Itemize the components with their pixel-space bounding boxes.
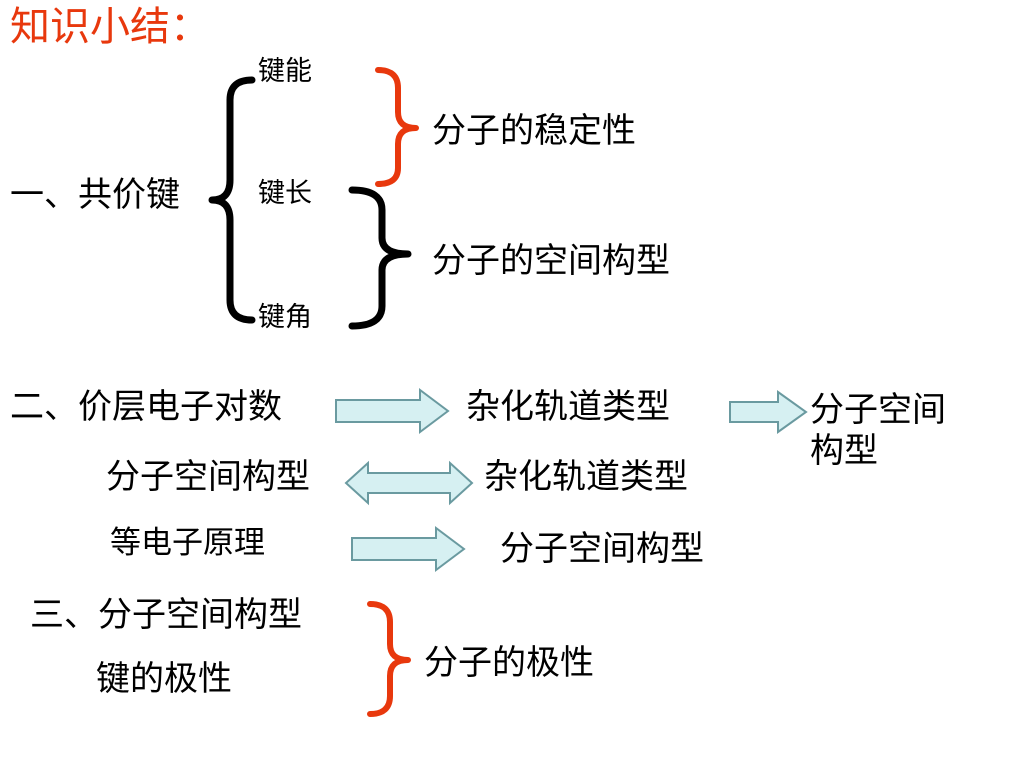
page-title: 知识小结： bbox=[10, 4, 210, 50]
row3-spatial-configuration: 分子空间构型 bbox=[500, 529, 704, 569]
result-spatial-configuration: 分子的空间构型 bbox=[432, 241, 670, 281]
bond-parameters-brace bbox=[208, 76, 256, 324]
stability-brace bbox=[375, 67, 419, 187]
row2-spatial-configuration: 分子空间构型 bbox=[106, 457, 310, 497]
row1-hybrid-orbital-type: 杂化轨道类型 bbox=[466, 387, 670, 427]
result-molecular-polarity: 分子的极性 bbox=[424, 643, 594, 683]
double-arrow-icon bbox=[344, 460, 474, 506]
row1-result-spatial-configuration: 分子空间 构型 bbox=[810, 390, 946, 471]
row3-isoelectronic-principle: 等电子原理 bbox=[110, 525, 265, 561]
item-bond-length: 键长 bbox=[258, 178, 312, 209]
item-bond-angle: 键角 bbox=[258, 302, 312, 333]
section1-heading: 一、共价键 bbox=[10, 175, 180, 215]
polarity-brace bbox=[367, 601, 411, 717]
result-molecular-stability: 分子的稳定性 bbox=[432, 111, 636, 151]
arrow-right-icon bbox=[335, 388, 450, 434]
row2-hybrid-orbital-type: 杂化轨道类型 bbox=[484, 457, 688, 497]
configuration-brace bbox=[348, 186, 412, 330]
item-bond-polarity: 键的极性 bbox=[96, 659, 232, 699]
section3-heading: 三、分子空间构型 bbox=[30, 595, 302, 635]
arrow-right-icon bbox=[729, 390, 808, 434]
arrow-right-icon bbox=[351, 526, 466, 572]
item-bond-energy: 键能 bbox=[258, 56, 312, 87]
section2-heading: 二、价层电子对数 bbox=[10, 387, 282, 427]
